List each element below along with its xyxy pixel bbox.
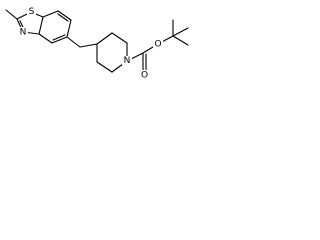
bond-cq-methyl-lower xyxy=(172,35,189,46)
bond-ch2-c4pip xyxy=(79,43,98,48)
bond-c3a-c7a xyxy=(38,16,44,35)
bond-c6-c5 xyxy=(66,19,72,38)
piperidine-nitrogen-atom-label: N xyxy=(124,56,131,66)
bond-methyl xyxy=(5,9,18,20)
bond-c7a-c7 xyxy=(42,10,59,18)
bond-c7-c6 xyxy=(57,10,72,21)
piperidine-nitrogen-label-bg xyxy=(122,56,132,67)
carbonyl-oxygen-atom-label: O xyxy=(141,71,148,81)
bond-c5-ch2 xyxy=(66,36,81,48)
thiazole-nitrogen-label-bg xyxy=(18,27,28,38)
molecule-structure: S N N O O xyxy=(5,6,189,81)
bond-pip-c6-c5 xyxy=(96,61,113,73)
bond-c4-c3a xyxy=(38,33,53,44)
sulfur-label-bg xyxy=(27,6,36,17)
bond-cq-methyl-right xyxy=(172,27,189,37)
bond-pip-c4-c3 xyxy=(96,32,113,45)
bond-c5-c4-double xyxy=(52,34,66,41)
carbonyl-oxygen-label-bg xyxy=(139,70,149,81)
sulfur-atom-label: S xyxy=(29,7,35,17)
bond-c7-c6-double xyxy=(57,13,69,22)
bond-pip-c3-c2 xyxy=(111,32,128,44)
bond-c5-c4 xyxy=(51,36,68,44)
ester-oxygen-label-bg xyxy=(153,39,163,50)
ester-oxygen-atom-label: O xyxy=(154,40,161,50)
thiazole-nitrogen-atom-label: N xyxy=(20,28,27,38)
